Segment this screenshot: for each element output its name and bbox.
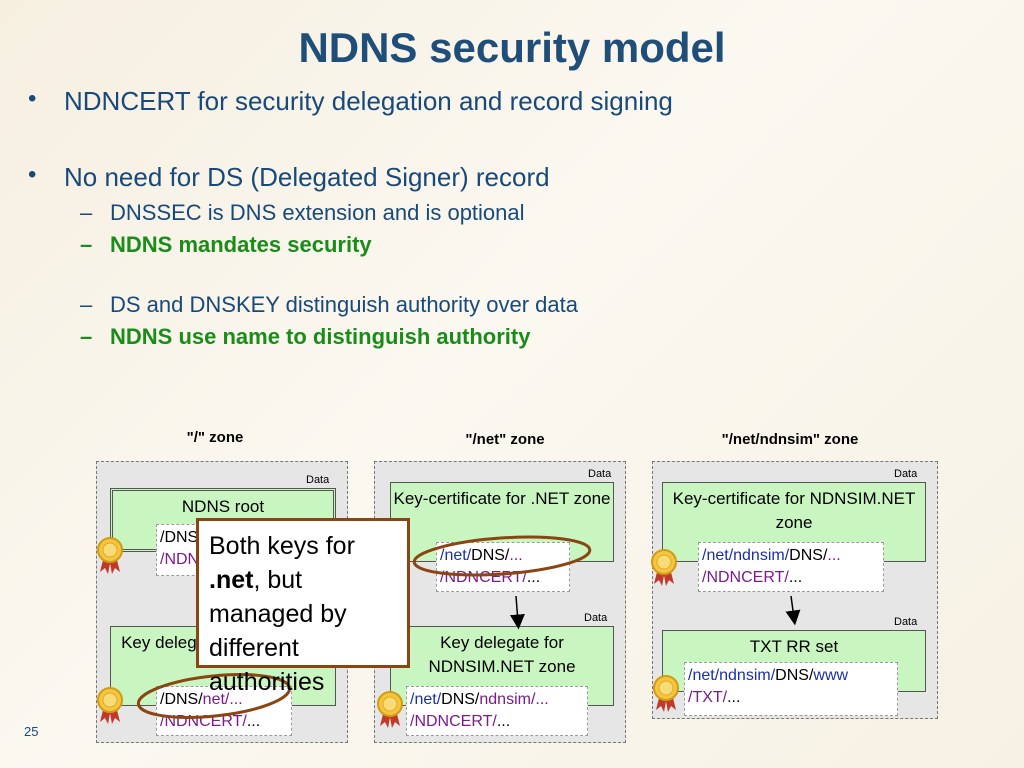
callout-line: .net, but	[209, 563, 397, 597]
bullet-dot: •	[28, 161, 37, 188]
name-part: DNS/	[471, 547, 510, 564]
record-name: /net/ndnsim/DNS/www /TXT/...	[684, 662, 898, 716]
record-label: Key-certificate for .NET zone	[393, 489, 611, 508]
certificate-seal-icon	[653, 675, 679, 713]
name-part: ...	[535, 691, 549, 708]
name-part: ndnsim/	[479, 691, 536, 708]
name-part: ...	[496, 713, 511, 730]
dash: –	[80, 200, 93, 225]
subpoint-text: DNSSEC is DNS extension and is optional	[110, 200, 525, 225]
zone-label-root: "/" zone	[186, 429, 244, 446]
name-part: ...	[509, 547, 523, 564]
record-name: /net/DNS/... /NDNCERT/...	[436, 542, 570, 592]
zone-label-ndnsim: "/net/ndnsim" zone	[721, 431, 859, 448]
subpoint-text: DS and DNSKEY distinguish authority over…	[110, 292, 578, 317]
subpoint-ds-dnskey: – DS and DNSKEY distinguish authority ov…	[80, 292, 578, 318]
bullet-ndncert: • NDNCERT for security delegation and re…	[28, 85, 673, 117]
bullet-dot: •	[28, 85, 37, 112]
name-part: ...	[788, 569, 803, 586]
name-part: net/	[202, 691, 230, 708]
record-name: /net/DNS/ndnsim/... /NDNCERT/...	[406, 686, 588, 736]
bullet-text: No need for DS (Delegated Signer) record	[64, 162, 550, 192]
data-tag: Data	[894, 468, 918, 480]
subpoint-text: NDNS mandates security	[110, 232, 372, 257]
name-part: /net/	[410, 691, 442, 708]
name-part: ...	[229, 691, 243, 708]
name-part: ...	[827, 547, 841, 564]
name-part: ...	[526, 569, 541, 586]
dash: –	[80, 324, 93, 349]
name-part: /net/ndnsim/	[702, 547, 790, 564]
name-part: DNS/	[789, 547, 828, 564]
bullet-no-ds: • No need for DS (Delegated Signer) reco…	[28, 161, 550, 193]
page-title: NDNS security model	[298, 24, 726, 71]
arrow-down-icon	[509, 595, 525, 630]
name-part: ...	[246, 713, 261, 730]
record-key-cert-ndnsim: Key-certificate for NDNSIM.NET zone	[662, 482, 926, 562]
dash: –	[80, 292, 93, 317]
name-part: /net/ndnsim/	[688, 667, 776, 684]
subpoint-text: NDNS use name to distinguish authority	[110, 324, 531, 349]
subpoint-ndns-name: – NDNS use name to distinguish authority	[80, 324, 531, 350]
bullet-text: NDNCERT for security delegation and reco…	[64, 86, 673, 116]
record-name: /net/ndnsim/DNS/... /NDNCERT/...	[698, 542, 884, 592]
certificate-seal-icon	[97, 687, 123, 725]
callout-line: managed by	[209, 600, 347, 628]
data-tag: Data	[306, 474, 330, 486]
name-part: /DNS/	[160, 691, 203, 708]
page-number: 25	[24, 724, 39, 739]
record-name: /DNS/net/... /NDNCERT/...	[156, 686, 292, 736]
data-tag: Data	[584, 612, 608, 624]
data-tag: Data	[894, 616, 918, 628]
highlight-ellipse	[136, 673, 292, 719]
highlight-ellipse	[412, 535, 592, 577]
callout-line: Both keys for	[209, 532, 355, 560]
name-part: /NDNCERT/	[410, 713, 497, 730]
name-part: www	[813, 667, 849, 684]
name-part: DNS/	[441, 691, 480, 708]
callout-line: authorities	[209, 668, 325, 696]
record-label: NDNS root	[181, 497, 265, 516]
callout-line: different	[209, 634, 299, 662]
subpoint-dnssec: – DNSSEC is DNS extension and is optiona…	[80, 200, 525, 226]
certificate-seal-icon	[97, 537, 123, 575]
zone-label-net: "/net" zone	[465, 431, 545, 448]
callout-both-keys: Both keys for .net, but managed by diffe…	[196, 518, 410, 696]
data-tag: Data	[588, 468, 612, 480]
callout-bold: .net	[209, 566, 254, 594]
name-part: /net/	[440, 547, 472, 564]
name-part: ...	[727, 689, 741, 706]
name-part: /DNS/	[160, 529, 203, 546]
record-label: TXT RR set	[749, 637, 839, 656]
name-part: /TXT/	[688, 689, 728, 706]
name-part: DNS/	[775, 667, 814, 684]
record-label: Key-certificate for NDNSIM.NET zone	[672, 489, 916, 532]
dash: –	[80, 232, 93, 257]
callout-line-rest: , but	[253, 566, 303, 594]
name-part: /NDNCERT/	[702, 569, 789, 586]
arrow-down-icon	[785, 595, 801, 626]
subpoint-ndns-mandates: – NDNS mandates security	[80, 232, 372, 258]
record-key-cert-net: Key-certificate for .NET zone	[390, 482, 614, 562]
record-label: Key delegate for NDNSIM.NET zone	[428, 633, 576, 676]
certificate-seal-icon	[651, 549, 677, 587]
